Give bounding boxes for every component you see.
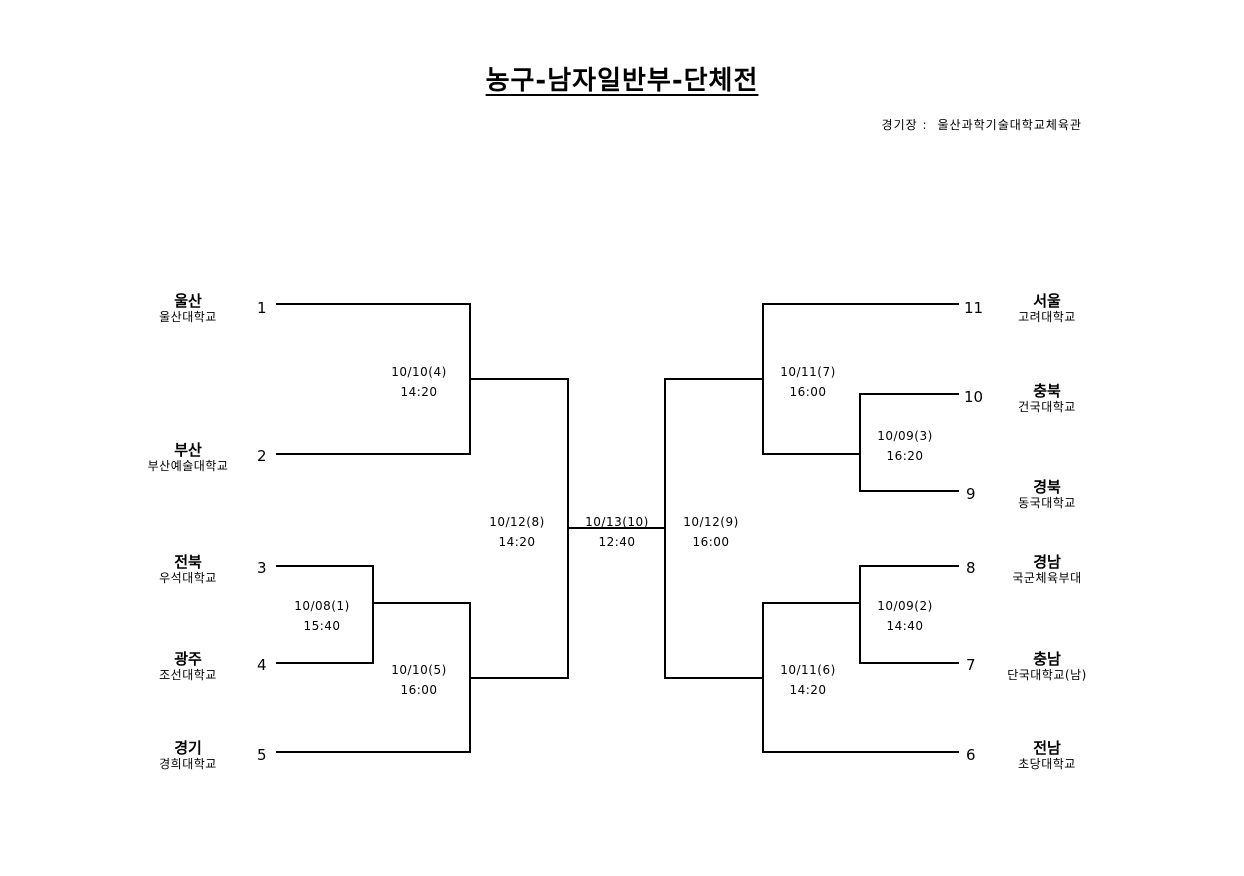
bracket-line-left-semi xyxy=(567,378,666,679)
team-10: 충북 건국대학교 xyxy=(977,382,1117,415)
match-time: 14:40 xyxy=(886,619,924,633)
team-region: 전북 xyxy=(174,553,202,571)
team-school: 초당대학교 xyxy=(1018,757,1076,771)
match-label: 10/12(9) 16:00 xyxy=(666,512,756,552)
team-school: 조선대학교 xyxy=(159,668,217,682)
match-date: 10/11(7) xyxy=(780,365,836,379)
bracket-line-8-7 xyxy=(762,565,959,664)
match-label: 10/09(3) 16:20 xyxy=(860,426,950,466)
match-label: 10/10(4) 14:20 xyxy=(374,362,464,402)
bracket-line-11 xyxy=(664,303,959,455)
match-date: 10/12(8) xyxy=(489,515,545,529)
team-school: 단국대학교(남) xyxy=(1007,668,1087,682)
seed-number: 11 xyxy=(964,299,984,317)
team-region: 울산 xyxy=(174,292,202,310)
seed-number: 10 xyxy=(964,388,984,406)
team-8: 경남 국군체육부대 xyxy=(977,553,1117,586)
team-region: 부산 xyxy=(174,441,202,459)
match-label: 10/11(7) 16:00 xyxy=(763,362,853,402)
seed-number: 6 xyxy=(966,746,976,764)
seed-number: 1 xyxy=(257,299,267,317)
match-date: 10/13(10) xyxy=(585,515,649,529)
match-date: 10/12(9) xyxy=(683,515,739,529)
bracket-line-1-2 xyxy=(276,303,569,455)
match-date: 10/11(6) xyxy=(780,663,836,677)
match-date: 10/08(1) xyxy=(294,599,350,613)
team-5: 경기 경희대학교 xyxy=(118,739,258,772)
bracket-line-3-4 xyxy=(276,565,471,664)
match-time: 16:00 xyxy=(789,385,827,399)
team-region: 광주 xyxy=(174,650,202,668)
team-school: 동국대학교 xyxy=(1018,496,1076,510)
match-label: 10/10(5) 16:00 xyxy=(374,660,464,700)
venue-name: 울산과학기술대학교체육관 xyxy=(937,118,1082,132)
team-3: 전북 우석대학교 xyxy=(118,553,258,586)
match-time: 16:00 xyxy=(692,535,730,549)
match-time: 14:20 xyxy=(400,385,438,399)
team-region: 경남 xyxy=(1033,553,1061,571)
match-label: 10/13(10) 12:40 xyxy=(572,512,662,552)
team-1: 울산 울산대학교 xyxy=(118,292,258,325)
match-label: 10/11(6) 14:20 xyxy=(763,660,853,700)
bracket-line-10-9 xyxy=(859,393,959,492)
team-2: 부산 부산예술대학교 xyxy=(118,441,258,474)
match-label: 10/08(1) 15:40 xyxy=(277,596,367,636)
team-11: 서울 고려대학교 xyxy=(977,292,1117,325)
match-date: 10/09(3) xyxy=(877,429,933,443)
bracket-line-87-6 xyxy=(664,602,959,753)
match-time: 12:40 xyxy=(598,535,636,549)
venue-info: 경기장 : 울산과학기술대학교체육관 xyxy=(882,116,1082,133)
team-school: 부산예술대학교 xyxy=(147,459,229,473)
match-time: 16:20 xyxy=(886,449,924,463)
match-label: 10/09(2) 14:40 xyxy=(860,596,950,636)
page-title: 농구-남자일반부-단체전 xyxy=(485,66,759,96)
team-school: 고려대학교 xyxy=(1018,310,1076,324)
seed-number: 8 xyxy=(966,559,976,577)
team-region: 서울 xyxy=(1033,292,1061,310)
match-date: 10/09(2) xyxy=(877,599,933,613)
seed-number: 5 xyxy=(257,746,267,764)
team-region: 충북 xyxy=(1033,382,1061,400)
match-time: 14:20 xyxy=(789,683,827,697)
team-region: 경기 xyxy=(174,739,202,757)
seed-number: 7 xyxy=(966,656,976,674)
match-time: 15:40 xyxy=(303,619,341,633)
team-7: 충남 단국대학교(남) xyxy=(977,650,1117,683)
seed-number: 4 xyxy=(257,656,267,674)
team-9: 경북 동국대학교 xyxy=(977,478,1117,511)
venue-label: 경기장 : xyxy=(881,118,928,132)
team-region: 경북 xyxy=(1033,478,1061,496)
team-6: 전남 초당대학교 xyxy=(977,739,1117,772)
team-region: 충남 xyxy=(1033,650,1061,668)
team-region: 전남 xyxy=(1033,739,1061,757)
team-4: 광주 조선대학교 xyxy=(118,650,258,683)
seed-number: 3 xyxy=(257,559,267,577)
team-school: 건국대학교 xyxy=(1018,400,1076,414)
match-date: 10/10(5) xyxy=(391,663,447,677)
team-school: 국군체육부대 xyxy=(1012,571,1082,585)
seed-number: 2 xyxy=(257,447,267,465)
seed-number: 9 xyxy=(966,485,976,503)
team-school: 경희대학교 xyxy=(159,757,217,771)
match-date: 10/10(4) xyxy=(391,365,447,379)
match-time: 14:20 xyxy=(498,535,536,549)
team-school: 울산대학교 xyxy=(159,310,217,324)
match-time: 16:00 xyxy=(400,683,438,697)
team-school: 우석대학교 xyxy=(159,571,217,585)
match-label: 10/12(8) 14:20 xyxy=(472,512,562,552)
bracket-line-34-5 xyxy=(276,602,569,753)
